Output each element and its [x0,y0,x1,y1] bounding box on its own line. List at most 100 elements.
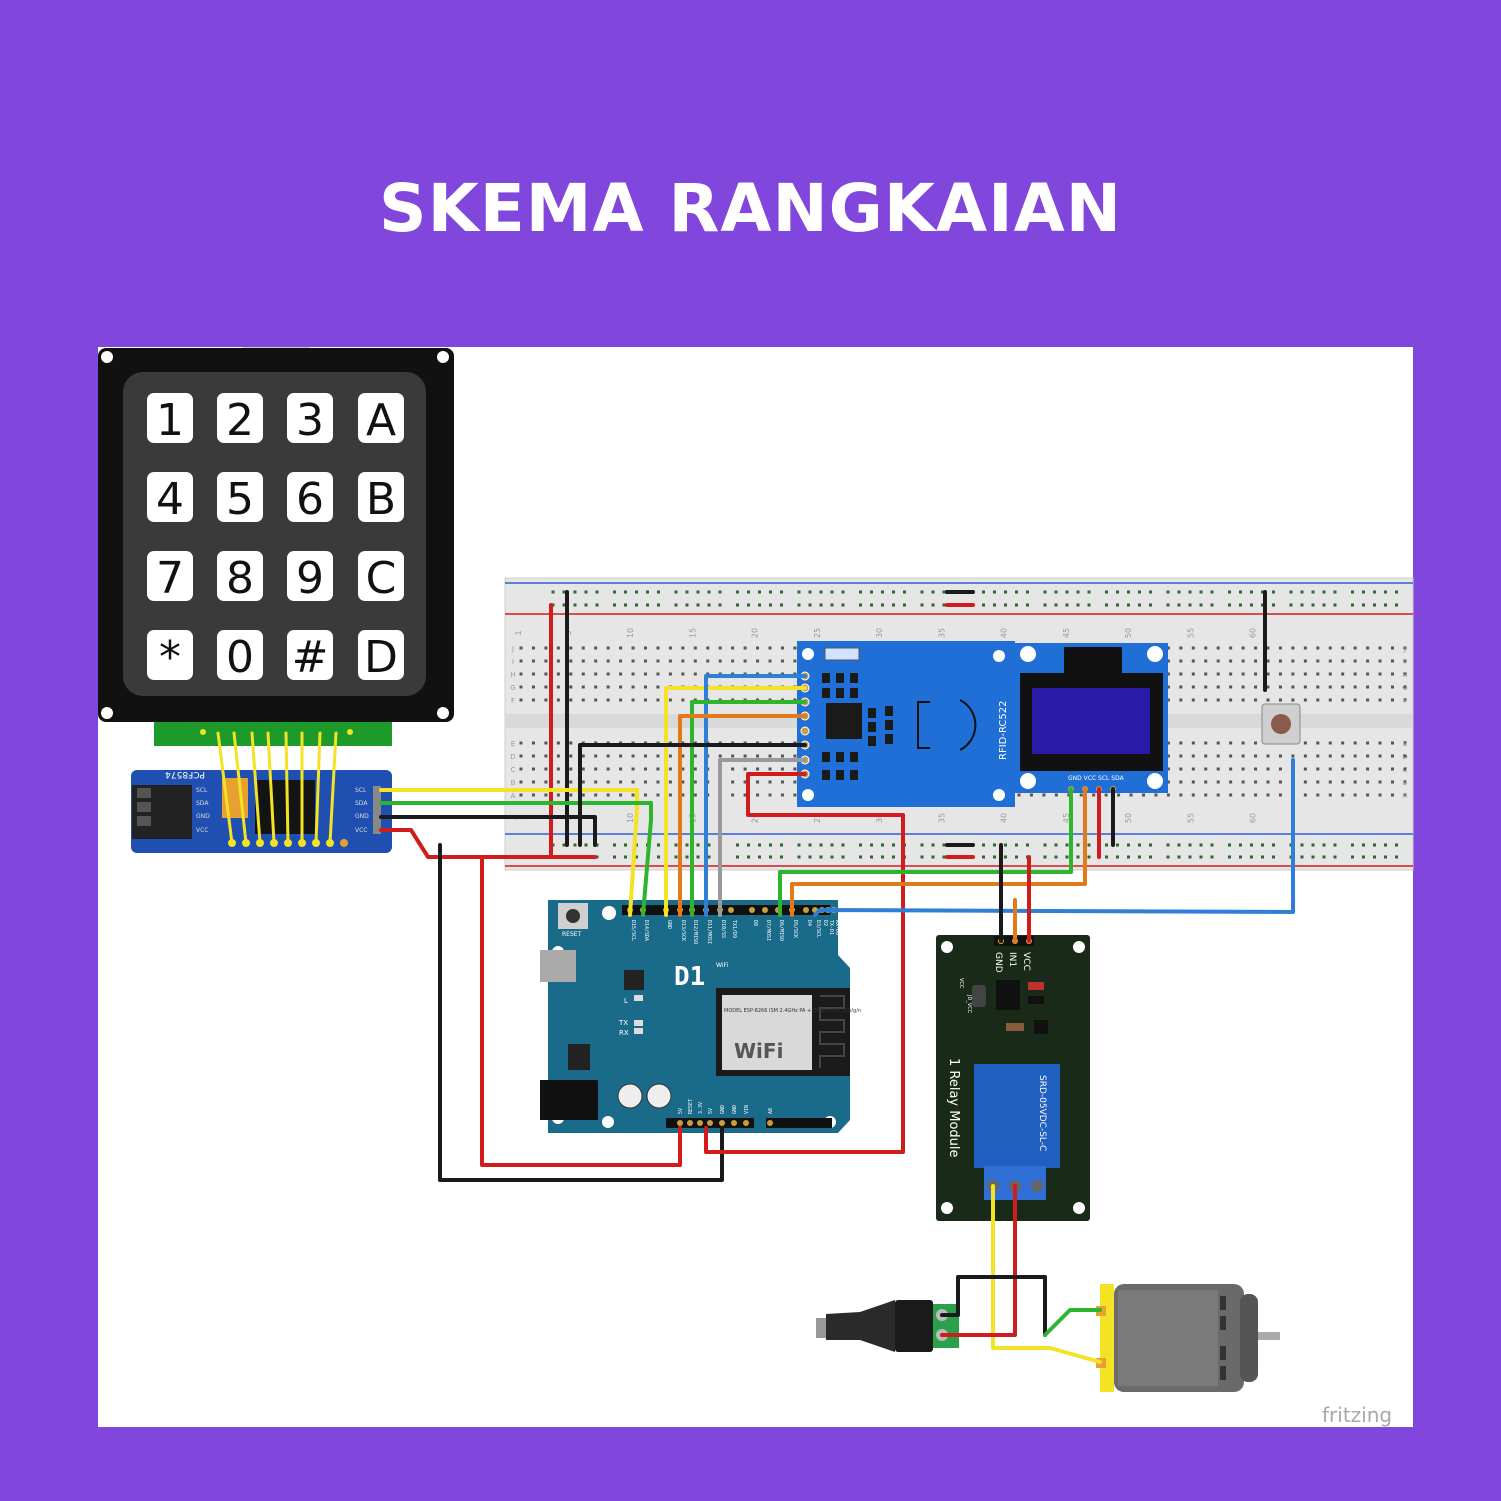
rail-hole [573,843,577,847]
rail-hole [797,603,801,607]
keypad-key-8[interactable]: 8 [217,551,263,604]
breadboard-hole [693,780,697,784]
rail-hole [780,855,783,859]
rail-hole [718,603,722,607]
keypad-key-0[interactable]: 0 [217,630,263,683]
rail-hole [1127,843,1130,847]
breadboard-hole [1229,767,1233,771]
breadboard-hole [531,780,535,784]
rail-hole [1149,603,1152,607]
rail-hole [892,843,895,847]
rail-hole [562,843,566,847]
keypad-key-A[interactable]: A [358,393,404,446]
rail-hole [707,590,711,594]
keypad-key-9[interactable]: 9 [287,551,333,604]
keypad-key-5[interactable]: 5 [217,472,263,525]
keypad-key-1[interactable]: 1 [147,393,193,446]
breadboard-hole [644,780,647,784]
breadboard-row-letter: E [511,740,515,748]
wire-oled-scl-orange [790,787,1087,917]
breadboard-hole [1328,646,1332,650]
breadboard-hole [1328,685,1332,689]
rail-hole [685,590,689,594]
breadboard-hole [1291,685,1295,689]
breadboard-hole [631,698,635,702]
wemos-pin-label: D2 [822,920,828,926]
wemos-pin-label: D10/SS [720,920,726,938]
rail-hole [892,855,895,859]
rail-hole [1065,590,1069,594]
wire-rfid-gnd-black [578,743,807,847]
keypad-key-*[interactable]: * [147,630,193,683]
rail-hole [931,843,935,847]
rail-hole [1116,843,1119,847]
keypad-key-C[interactable]: C [358,551,404,604]
led-label-tx: TX [618,1019,628,1027]
breadboard-hole [569,672,573,676]
breadboard-hole [1366,767,1370,771]
breadboard-hole [1042,793,1046,797]
breadboard-hole [631,685,635,689]
breadboard-hole [531,767,535,771]
breadboard-hole [631,754,635,758]
wire-keypad-yellow [266,731,276,845]
keypad-header-pin [200,729,206,735]
rail-hole [758,843,761,847]
keypad-key-4[interactable]: 4 [147,472,193,525]
rail-hole [830,603,834,607]
breadboard-column-number: 15 [688,628,697,638]
push-button [1261,703,1301,745]
rail-hole [942,603,946,607]
rail-hole [1362,843,1365,847]
rail-hole [747,855,750,859]
breadboard-hole [606,685,610,689]
breadboard-hole [1179,767,1183,771]
breadboard-hole [1316,659,1320,663]
keypad-key-6[interactable]: 6 [287,472,333,525]
breadboard-hole [556,659,560,663]
breadboard-hole [1254,793,1258,797]
breadboard-hole [793,793,797,797]
pcf-left-label-vcc: VCC [196,827,208,834]
breadboard-hole [1229,793,1233,797]
rail-hole [696,843,700,847]
breadboard-hole [1266,698,1270,702]
keypad-key-3[interactable]: 3 [287,393,333,446]
rfid-smd-part [850,770,858,780]
breadboard-hole [644,793,647,797]
breadboard-hole [693,659,697,663]
breadboard-hole [1241,646,1245,650]
keypad-key-2[interactable]: 2 [217,393,263,446]
breadboard-hole [631,767,635,771]
breadboard-hole [1353,659,1357,663]
rail-hole [1105,843,1108,847]
rail-hole [1210,603,1214,607]
breadboard-hole [531,646,535,650]
rail-hole [1261,855,1264,859]
breadboard-hole [1191,767,1195,771]
keypad-key-label: 2 [226,395,254,446]
breadboard-hole [1216,672,1220,676]
rail-hole [1199,855,1203,859]
breadboard-hole [1378,767,1382,771]
keypad-key-D[interactable]: D [358,630,404,683]
rail-hole [1250,603,1253,607]
rail-hole [1054,590,1058,594]
rail-hole [736,843,739,847]
page-title: SKEMA RANGKAIAN [379,170,1122,247]
rail-hole [1065,843,1069,847]
rail-hole [1239,603,1242,607]
keypad-key-7[interactable]: 7 [147,551,193,604]
rail-hole [1076,843,1080,847]
breadboard-hole [644,685,647,689]
rail-hole [1105,603,1108,607]
pcf8574-module: PCF8574 SCL SDA GND VCC SCL SDA GND VCC [131,729,392,853]
breadboard-hole [1403,754,1407,758]
rail-hole [1373,843,1376,847]
keypad-key-#[interactable]: # [287,630,333,683]
breadboard-hole [668,767,672,771]
wemos-pin-label: D4 [806,920,812,926]
led-label-rx: RX [619,1029,629,1037]
keypad-key-B[interactable]: B [358,472,404,525]
breadboard-hole [1391,793,1394,797]
